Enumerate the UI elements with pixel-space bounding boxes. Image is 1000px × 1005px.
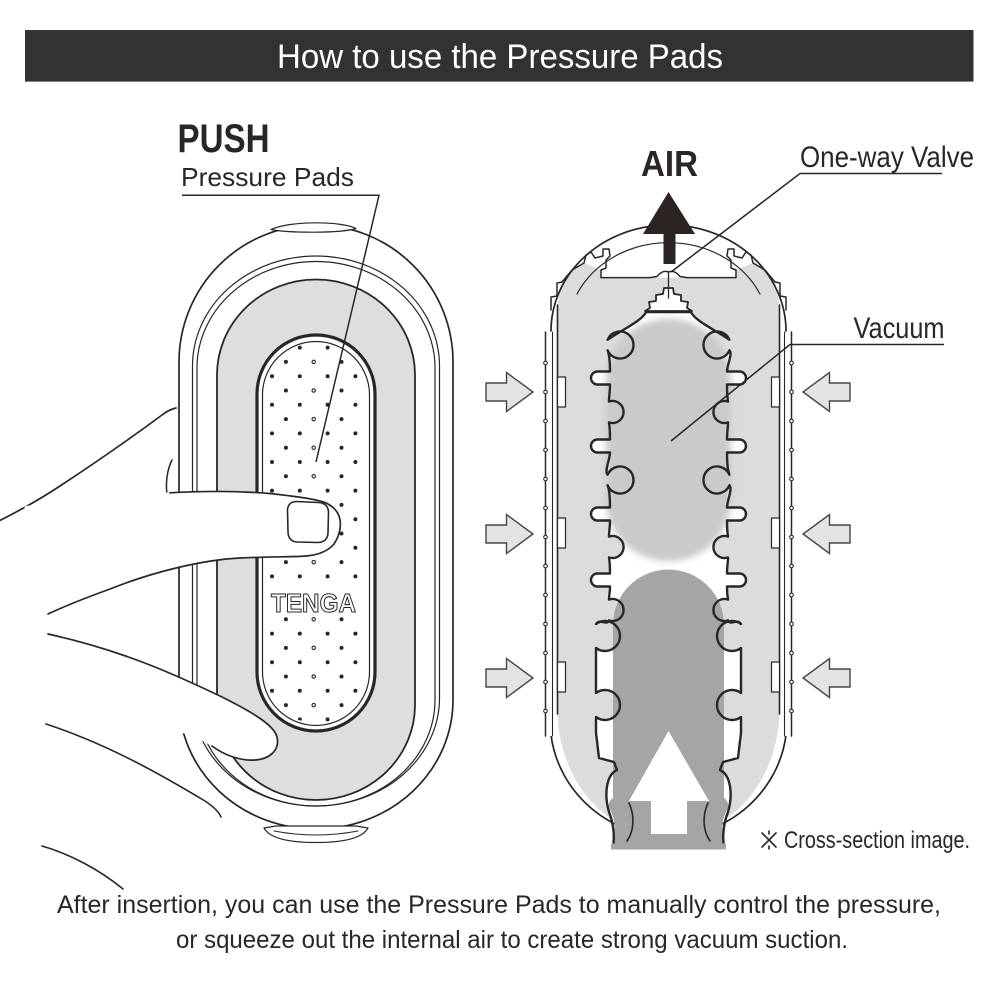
- svg-text:Vacuum: Vacuum: [854, 312, 945, 345]
- svg-text:PUSH: PUSH: [178, 117, 270, 161]
- svg-text:Pressure Pads: Pressure Pads: [181, 162, 354, 192]
- svg-text:AIR: AIR: [641, 143, 698, 184]
- svg-text:How to use the Pressure Pads: How to use the Pressure Pads: [277, 38, 723, 76]
- svg-text:One-way Valve: One-way Valve: [800, 141, 974, 174]
- svg-text:After insertion, you can use t: After insertion, you can use the Pressur…: [57, 891, 941, 919]
- svg-text:TENGA: TENGA: [271, 588, 356, 618]
- svg-text:or squeeze out the internal ai: or squeeze out the internal air to creat…: [176, 926, 848, 954]
- svg-text:Cross-section image.: Cross-section image.: [784, 827, 970, 854]
